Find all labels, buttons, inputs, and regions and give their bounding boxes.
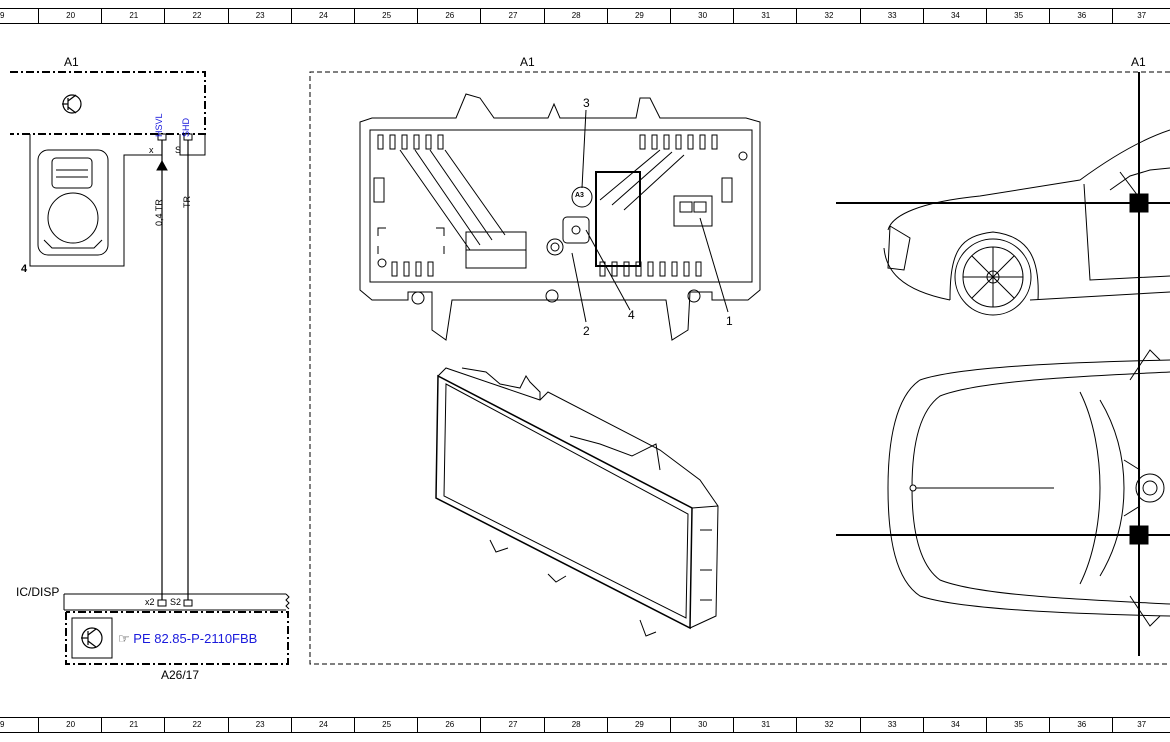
grid-column-label: 22	[164, 718, 228, 732]
grid-column-label: 37	[1112, 718, 1170, 732]
grid-column-label: 36	[1049, 718, 1113, 732]
grid-column-label: 32	[796, 718, 860, 732]
grid-column-label: 24	[290, 9, 355, 23]
pin-signal-shd: SHD	[181, 117, 191, 137]
left-module-label: A1	[64, 55, 79, 69]
grid-column-label: 25	[354, 9, 418, 23]
grid-column-label: 26	[417, 718, 481, 732]
connector-number: 4	[21, 263, 28, 275]
grid-column-label: 27	[480, 718, 544, 732]
left-module-a1	[10, 71, 206, 600]
grid-column-label: 37	[1112, 9, 1170, 23]
location-view-frame	[309, 71, 1170, 665]
grid-column-label: 23	[227, 9, 292, 23]
pin-id-x: x	[149, 145, 154, 155]
grid-column-label: 9	[0, 11, 5, 20]
location-pointers	[836, 72, 1170, 656]
location-marker	[1129, 193, 1149, 213]
grid-column-label: 34	[922, 9, 987, 23]
instrument-cluster-rear	[359, 93, 761, 341]
wire-label-tr: TR	[182, 196, 192, 208]
component-label-a3: A3	[575, 192, 584, 199]
grid-column-label: 30	[670, 718, 734, 732]
grid-column-label: 28	[543, 9, 608, 23]
grid-column-label: 24	[290, 718, 355, 732]
grid-column-label: 31	[733, 9, 797, 23]
grid-column-label: 20	[38, 718, 102, 732]
grid-column-label: 33	[859, 718, 924, 732]
car-top-view	[887, 349, 1170, 627]
pin-id-x2: x2	[145, 597, 155, 607]
grid-column-label: 20	[38, 9, 102, 23]
grid-column-label: 29	[606, 718, 671, 732]
vent-slots	[377, 134, 718, 277]
location-marker	[1129, 525, 1149, 545]
location-frame-label: A1	[520, 55, 535, 69]
pin-id-s2: S2	[170, 597, 182, 607]
grid-column-label: 33	[859, 9, 924, 23]
car-side-view	[883, 129, 1170, 316]
reference-link-text[interactable]: PE 82.85-P-2110FBB	[133, 631, 258, 646]
callout-2: 2	[583, 324, 590, 338]
grid-column-label: 31	[733, 718, 797, 732]
grid-column-label: 35	[986, 718, 1050, 732]
location-right-label: A1	[1131, 55, 1146, 69]
grid-column-label: 28	[543, 718, 608, 732]
grid-column-label: 35	[986, 9, 1050, 23]
callout-3: 3	[583, 96, 590, 110]
connector-icon	[37, 149, 109, 256]
pin-id-s: S	[175, 145, 182, 155]
grid-column-label: 22	[164, 9, 228, 23]
pointing-hand-icon: ☞	[118, 631, 130, 646]
grid-column-label: 23	[227, 718, 292, 732]
grid-column-label: 25	[354, 718, 418, 732]
grid-column-label: 36	[1049, 9, 1113, 23]
grid-column-label: 32	[796, 9, 860, 23]
pin-signal-hsvl: HSVL	[154, 113, 164, 137]
bus-label: IC/DISP	[16, 585, 60, 599]
grid-column-label: 27	[480, 9, 544, 23]
reference-link[interactable]: ☞ PE 82.85-P-2110FBB	[118, 631, 257, 647]
grid-column-label: 29	[606, 9, 671, 23]
callout-1: 1	[726, 314, 733, 328]
grid-column-label: 9	[0, 720, 5, 729]
transistor-icon	[62, 94, 82, 114]
bottom-module	[63, 593, 290, 665]
grid-column-label: 34	[922, 718, 987, 732]
instrument-cluster-perspective	[435, 367, 719, 637]
grid-column-label: 26	[417, 9, 481, 23]
wire-label-0-4-tr: 0,4 TR	[154, 199, 164, 226]
grid-column-label: 21	[101, 9, 165, 23]
grid-column-label: 30	[670, 9, 734, 23]
callout-4: 4	[628, 308, 635, 322]
grid-column-label: 21	[101, 718, 165, 732]
module-transistor-icon	[81, 627, 103, 649]
module-name-a26-17: A26/17	[161, 668, 200, 682]
